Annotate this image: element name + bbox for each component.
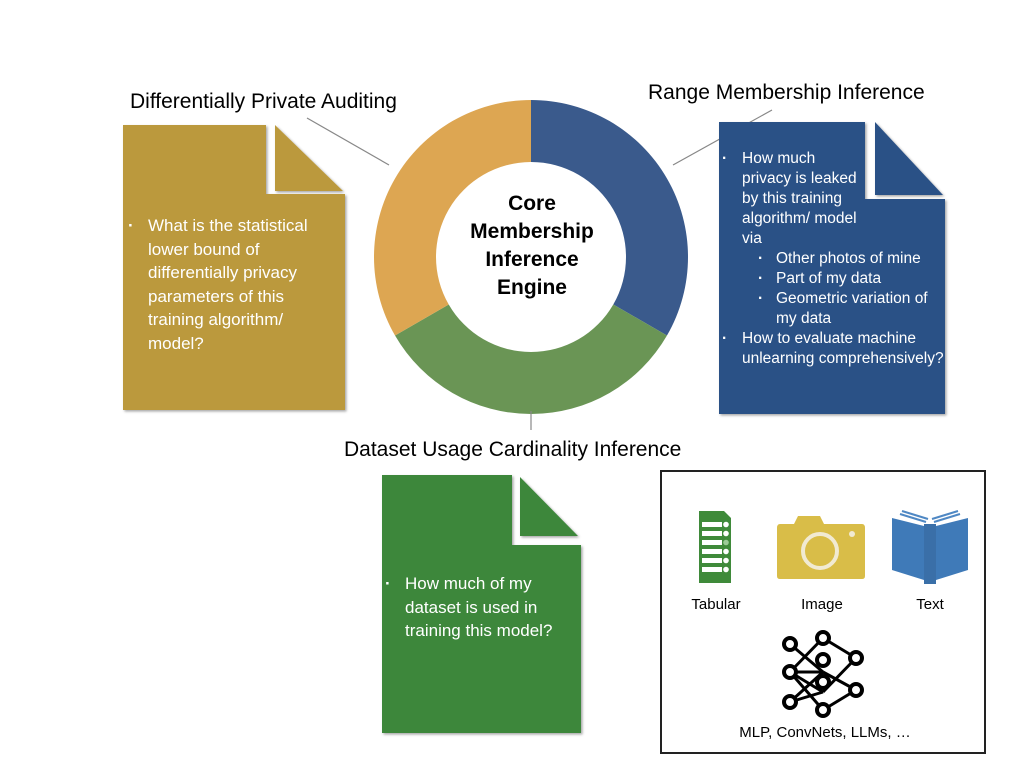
center-line-2: Membership bbox=[470, 220, 594, 243]
range-mi-title: Range Membership Inference bbox=[648, 81, 925, 104]
data-modality-panel: Tabular Image Text bbox=[660, 470, 986, 754]
ring-segments bbox=[373, 100, 688, 415]
range-mi-bullet-2: How to evaluate machine unlearning compr… bbox=[722, 329, 944, 369]
text-label: Text bbox=[916, 596, 944, 613]
center-line-3: Inference bbox=[485, 248, 579, 271]
dp-auditing-bullet: What is the statistical lower bound of d… bbox=[128, 214, 338, 355]
dp-auditing-text: What is the statistical lower bound of d… bbox=[128, 214, 338, 355]
center-line-4: Engine bbox=[496, 276, 567, 299]
tabular-document-icon bbox=[699, 511, 731, 583]
tabular-label: Tabular bbox=[691, 596, 741, 613]
ring-segment-2 bbox=[395, 304, 667, 415]
center-line-1: Core bbox=[508, 192, 556, 215]
cardinality-title: Dataset Usage Cardinality Inference bbox=[344, 438, 682, 461]
camera-icon bbox=[777, 516, 865, 579]
open-book-icon bbox=[892, 510, 968, 584]
range-mi-bullet-1: How much privacy is leaked by this train… bbox=[722, 149, 862, 249]
neural-network-icon bbox=[782, 630, 864, 718]
connector-dp-auditing bbox=[306, 117, 390, 166]
dp-auditing-title: Differentially Private Auditing bbox=[130, 90, 397, 113]
image-label: Image bbox=[801, 596, 843, 613]
ring-segment-3 bbox=[373, 100, 531, 336]
ring-segment-1 bbox=[531, 100, 688, 336]
range-mi-text: How much privacy is leaked by this train… bbox=[722, 149, 944, 369]
cardinality-text: How much of my dataset is used in traini… bbox=[385, 572, 575, 643]
range-mi-sub-bullet: Geometric variation of my data bbox=[722, 289, 944, 329]
range-mi-sub-bullet: Part of my data bbox=[722, 269, 944, 289]
range-mi-sub-bullet: Other photos of mine bbox=[722, 249, 944, 269]
models-label: MLP, ConvNets, LLMs, … bbox=[739, 724, 911, 741]
core-engine-label: Core Membership Inference Engine bbox=[437, 190, 627, 302]
cardinality-bullet: How much of my dataset is used in traini… bbox=[385, 572, 575, 643]
